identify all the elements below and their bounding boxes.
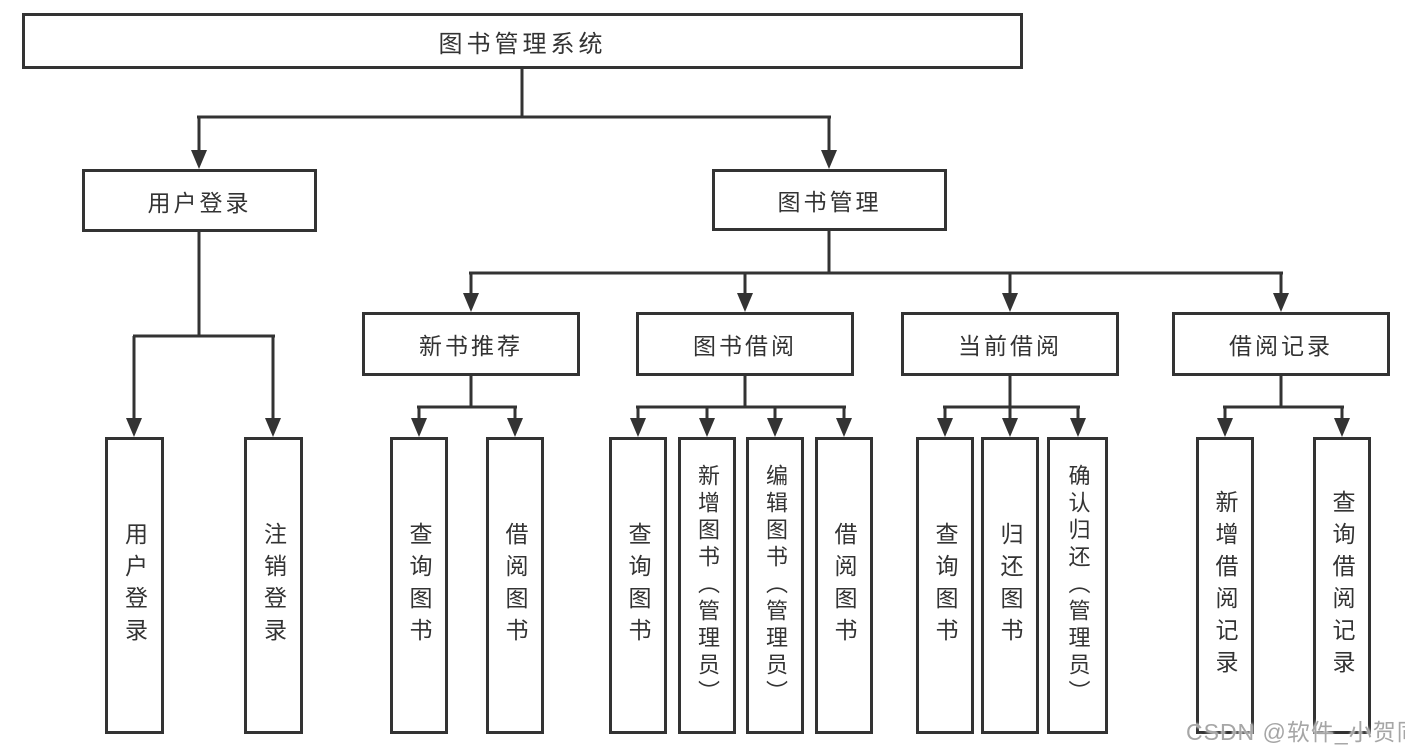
node-leaf-query-books-3: 查询图书 bbox=[916, 437, 974, 734]
node-label: 图书借阅 bbox=[693, 333, 797, 359]
node-label: 借阅图书 bbox=[831, 521, 857, 650]
node-label: 查询图书 bbox=[625, 521, 651, 650]
node-leaf-add-borrow-record: 新增借阅记录 bbox=[1196, 437, 1254, 734]
node-label: 用户登录 bbox=[121, 521, 148, 650]
node-label: 查询图书 bbox=[406, 521, 432, 650]
node-label: 确认归还（管理员） bbox=[1065, 464, 1091, 707]
node-leaf-query-books-2: 查询图书 bbox=[609, 437, 667, 734]
node-label: 图书管理系统 bbox=[438, 30, 607, 58]
node-library-management-system: 图书管理系统 bbox=[22, 13, 1023, 69]
node-borrow-records: 借阅记录 bbox=[1172, 312, 1390, 376]
node-label: 编辑图书（管理员） bbox=[763, 464, 788, 707]
node-leaf-borrow-books-2: 借阅图书 bbox=[815, 437, 873, 734]
node-label: 注销登录 bbox=[260, 521, 287, 650]
node-current-borrow: 当前借阅 bbox=[901, 312, 1119, 376]
node-leaf-borrow-books-1: 借阅图书 bbox=[486, 437, 544, 734]
node-new-book-recommend: 新书推荐 bbox=[362, 312, 580, 376]
node-leaf-return-book: 归还图书 bbox=[981, 437, 1039, 734]
node-book-borrow: 图书借阅 bbox=[636, 312, 854, 376]
node-label: 借阅图书 bbox=[502, 521, 528, 650]
csdn-watermark: CSDN @软件_小贺同学 bbox=[1186, 719, 1405, 745]
node-label: 新增图书（管理员） bbox=[695, 464, 720, 707]
node-user-login-branch: 用户登录 bbox=[82, 169, 317, 232]
node-label: 查询借阅记录 bbox=[1329, 489, 1355, 682]
node-leaf-confirm-return-admin: 确认归还（管理员） bbox=[1047, 437, 1108, 734]
node-leaf-add-book-admin: 新增图书（管理员） bbox=[678, 437, 736, 734]
node-label: 借阅记录 bbox=[1229, 333, 1333, 359]
node-label: 图书管理 bbox=[777, 189, 882, 215]
node-leaf-logout: 注销登录 bbox=[244, 437, 303, 734]
node-label: 用户登录 bbox=[147, 189, 252, 216]
node-leaf-query-books-1: 查询图书 bbox=[390, 437, 448, 734]
node-leaf-user-login: 用户登录 bbox=[105, 437, 164, 734]
node-label: 归还图书 bbox=[997, 521, 1023, 650]
node-leaf-query-borrow-record: 查询借阅记录 bbox=[1313, 437, 1371, 734]
node-label: 新书推荐 bbox=[419, 333, 523, 359]
node-label: 新增借阅记录 bbox=[1212, 489, 1238, 682]
node-label: 查询图书 bbox=[932, 521, 958, 650]
node-book-management-branch: 图书管理 bbox=[712, 169, 947, 231]
node-label: 当前借阅 bbox=[958, 333, 1062, 359]
node-leaf-edit-book-admin: 编辑图书（管理员） bbox=[746, 437, 804, 734]
